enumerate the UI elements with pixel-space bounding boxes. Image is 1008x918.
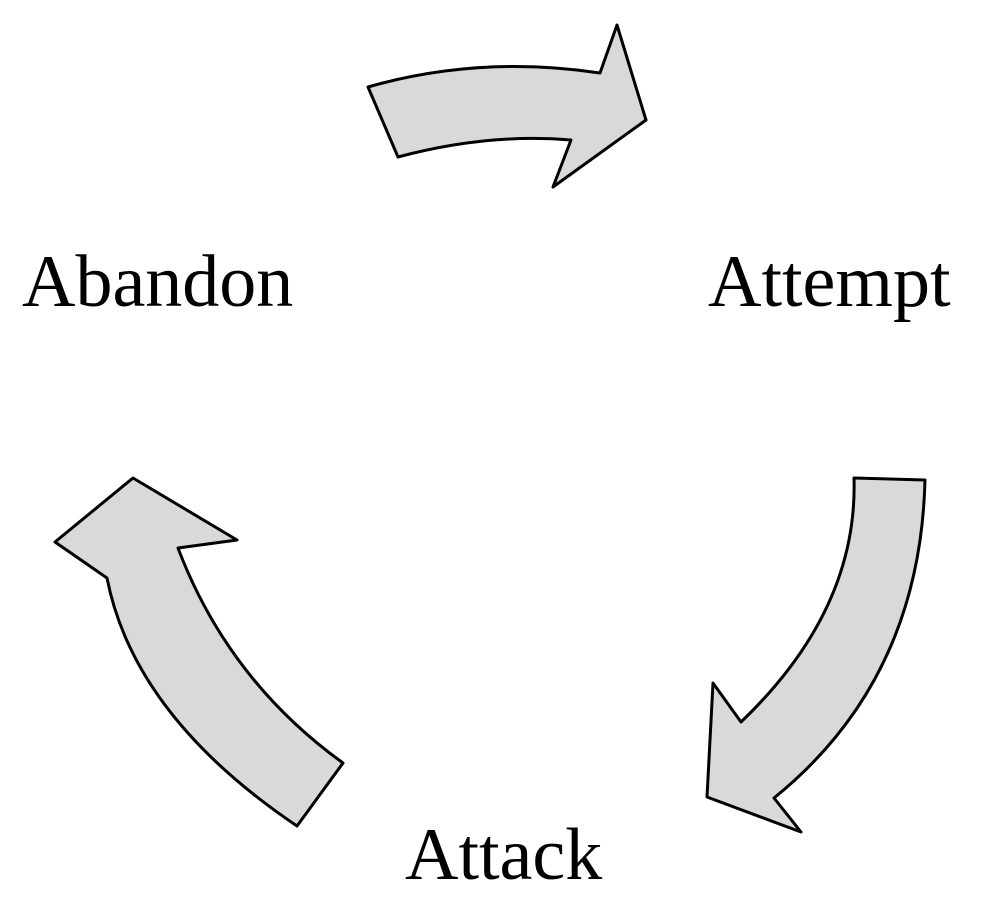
stage-label-attempt: Attempt	[708, 241, 951, 323]
stage-label-attack: Attack	[405, 814, 603, 896]
curved-arrow-icon-attempt-to-attack	[705, 476, 927, 834]
stage-label-abandon: Abandon	[22, 241, 294, 323]
curved-arrow-icon-abandon-to-attempt	[366, 23, 648, 189]
curved-arrow-icon-attack-to-abandon	[53, 476, 345, 828]
